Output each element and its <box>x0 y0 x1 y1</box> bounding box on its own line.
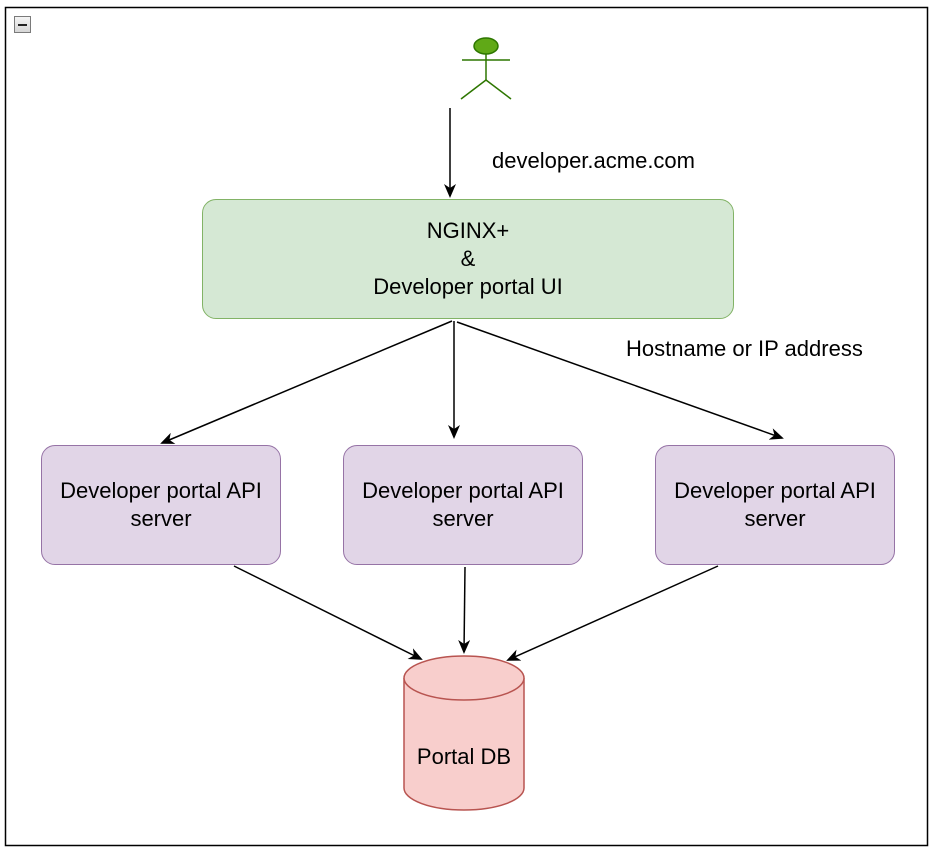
database-cylinder-icon[interactable] <box>403 655 525 811</box>
api-server-2-line-1: Developer portal API <box>362 478 564 503</box>
collapse-toggle-button[interactable] <box>14 16 31 33</box>
gateway-line-1: NGINX+ <box>426 218 510 243</box>
api-server-node-1[interactable]: Developer portal API server <box>41 445 281 565</box>
edge-api-2-to-db[interactable] <box>458 566 471 654</box>
actor-left-leg <box>460 79 487 100</box>
edge-gateway-to-api-1[interactable] <box>160 320 453 444</box>
api-server-3-line-2: server <box>744 506 806 531</box>
minus-icon <box>18 24 27 26</box>
api-server-1-line-2: server <box>130 506 192 531</box>
api-server-3-line-1: Developer portal API <box>674 478 876 503</box>
edge-label-internal-address: Hostname or IP address <box>626 336 863 361</box>
api-server-1-line-1: Developer portal API <box>60 478 262 503</box>
edge-gateway-to-api-3[interactable] <box>456 321 784 440</box>
actor-head <box>473 37 499 55</box>
gateway-line-3: Developer portal UI <box>373 274 563 299</box>
edge-api-3-to-db[interactable] <box>506 565 719 661</box>
api-server-node-3[interactable]: Developer portal API server <box>655 445 895 565</box>
nginx-gateway-node[interactable]: NGINX+ & Developer portal UI <box>202 199 734 319</box>
gateway-line-2: & <box>460 246 476 271</box>
edge-label-public-hostname: developer.acme.com <box>492 148 695 173</box>
api-server-2-line-2: server <box>432 506 494 531</box>
db-body <box>403 678 525 811</box>
db-top <box>403 655 525 701</box>
api-server-node-2[interactable]: Developer portal API server <box>343 445 583 565</box>
edge-api-1-to-db[interactable] <box>233 565 423 660</box>
actor-right-leg <box>485 79 512 100</box>
user-actor-icon[interactable] <box>460 37 512 100</box>
database-label: Portal DB <box>416 744 512 769</box>
